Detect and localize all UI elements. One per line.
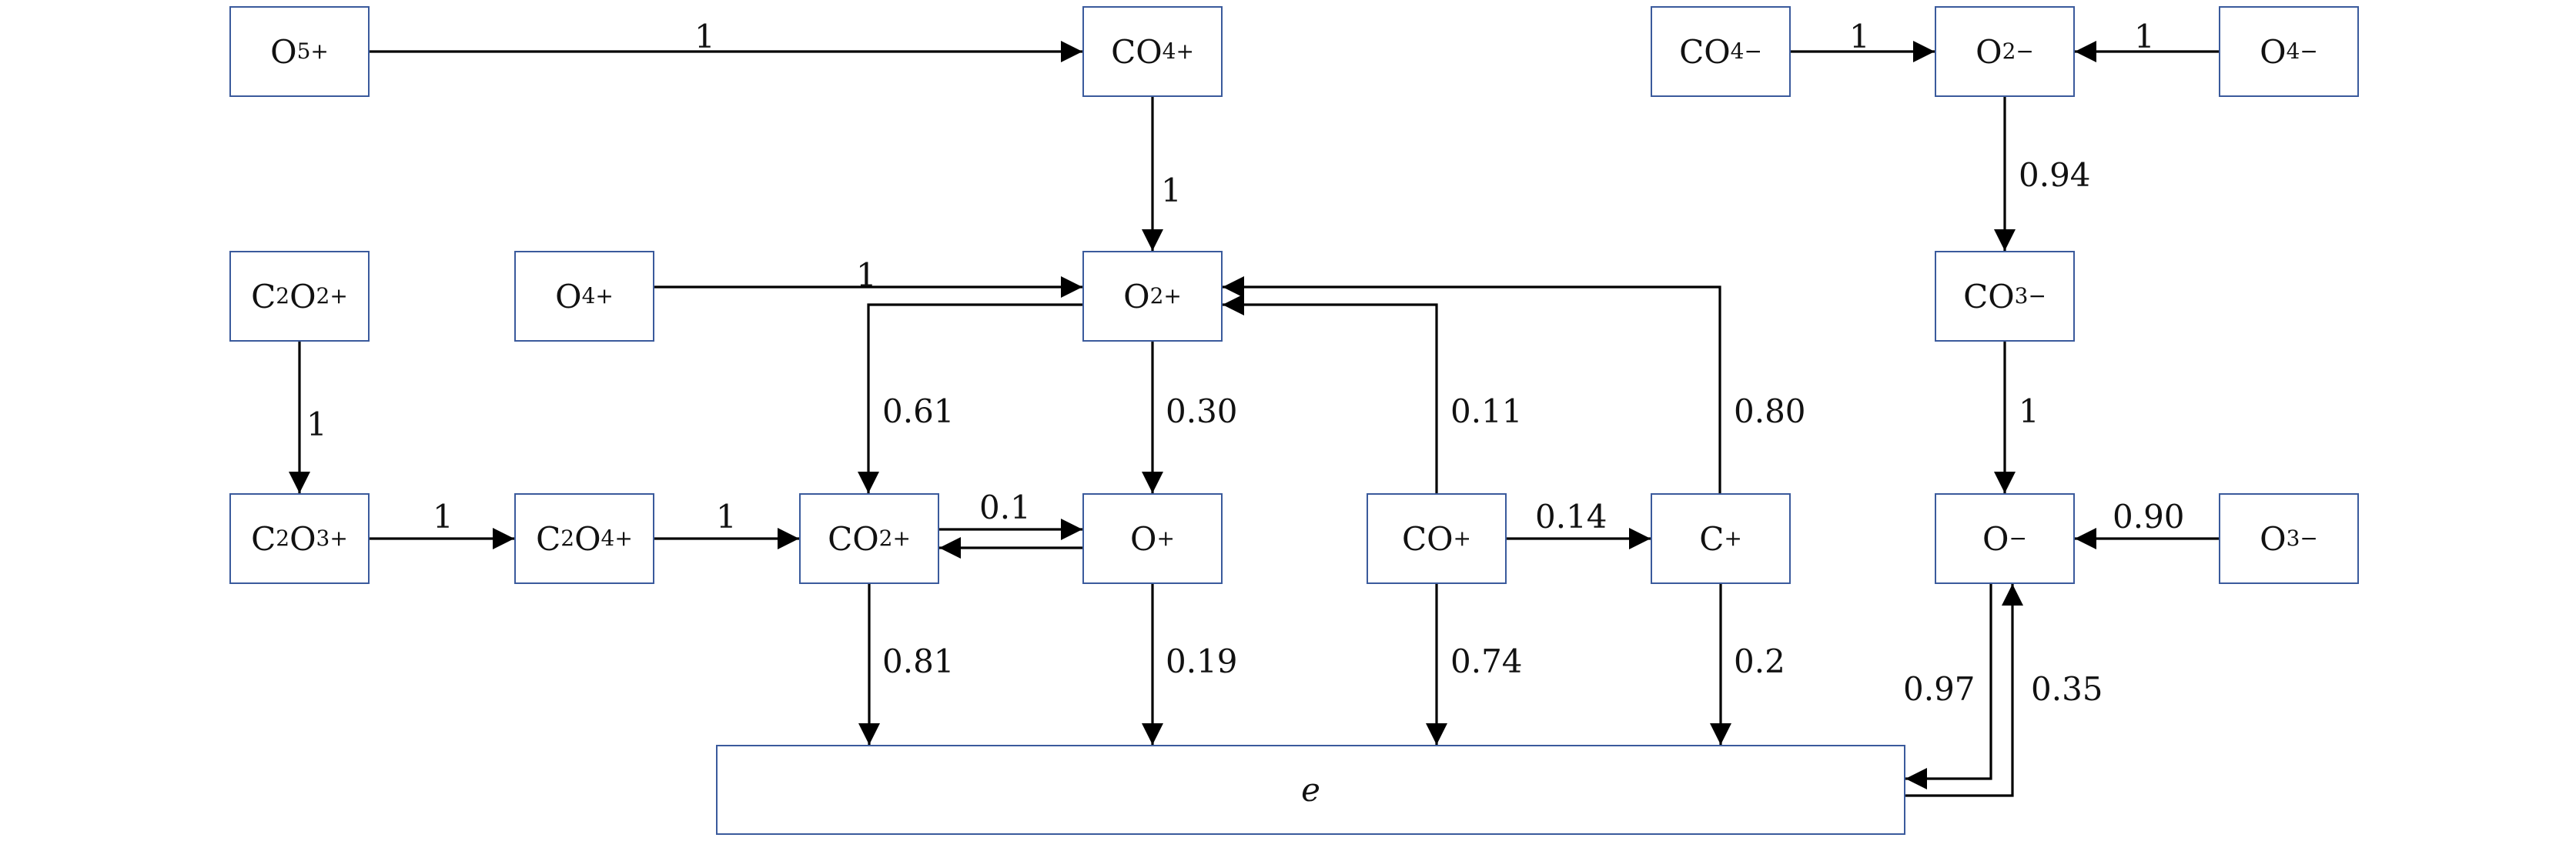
node-base: O <box>270 32 297 71</box>
edge-label-co4p-to-o2p: 1 <box>1161 172 1182 209</box>
edge-label-om-to-e: 0.97 <box>1903 670 1975 708</box>
edge-o2p-to-co2p <box>858 303 1082 493</box>
node-base: CO <box>1401 519 1454 558</box>
node-base: O <box>1123 277 1150 315</box>
edge-label-op-to-e: 0.19 <box>1166 642 1238 680</box>
edge-label-cp-to-o2p: 0.80 <box>1734 392 1806 430</box>
node-mid: O <box>574 519 601 558</box>
node-base: C <box>1699 519 1725 558</box>
node-base: CO <box>1111 32 1163 71</box>
edge-e-to-om <box>1905 584 2023 797</box>
node-base: O <box>555 277 582 315</box>
node-base: C <box>536 519 561 558</box>
edge-label-e-to-om: 0.35 <box>2031 670 2103 708</box>
node-base: CO <box>828 519 879 558</box>
edge-om-to-e <box>1905 584 1992 789</box>
edge-label-o2m-to-co3m: 0.94 <box>2019 156 2091 194</box>
edge-label-co2p-to-op: 0.1 <box>979 489 1031 526</box>
edge-label-o2p-to-op: 0.30 <box>1166 392 1238 430</box>
node-base: CO <box>1679 32 1731 71</box>
edge-label-cop-to-cp: 0.14 <box>1535 498 1607 536</box>
edge-label-o5p-to-co4p: 1 <box>694 18 715 55</box>
edge-label-o3m-to-om: 0.90 <box>2113 498 2185 536</box>
node-base: C <box>251 519 276 558</box>
edge-label-cop-to-o2p: 0.11 <box>1450 392 1523 430</box>
edge-label-cop-to-e: 0.74 <box>1450 642 1523 680</box>
node-base: C <box>251 277 276 315</box>
edge-cop-to-o2p <box>1223 294 1438 493</box>
node-base: O <box>2260 519 2287 558</box>
edge-label-co2p-to-e: 0.81 <box>882 642 955 680</box>
node-base: O <box>1982 519 2009 558</box>
edge-cp-to-o2p <box>1223 276 1721 493</box>
node-om: O− <box>1935 493 2075 584</box>
node-cp: C+ <box>1651 493 1791 584</box>
node-op: O+ <box>1082 493 1223 584</box>
edge-label-co4m-to-o2m: 1 <box>1849 18 1870 55</box>
node-mid: O <box>289 519 316 558</box>
edge-label-c2o4p-to-co2p: 1 <box>716 498 737 536</box>
node-e: e <box>716 745 1905 835</box>
edge-label-o4m-to-o2m: 1 <box>2134 18 2155 55</box>
edge-label-o4p-to-o2p: 1 <box>856 256 877 294</box>
node-mid: O <box>289 277 316 315</box>
node-base: O <box>2260 32 2287 71</box>
node-cop: CO+ <box>1367 493 1507 584</box>
edge-label-c2o2p-to-c2o3p: 1 <box>306 405 327 443</box>
node-base: e <box>1301 771 1320 809</box>
edge-label-cp-to-e: 0.2 <box>1734 642 1785 680</box>
node-base: CO <box>1963 277 2015 315</box>
edge-label-co3m-to-om: 1 <box>2019 392 2039 430</box>
node-base: O <box>1130 519 1157 558</box>
node-base: O <box>1975 32 2002 71</box>
edge-label-c2o3p-to-c2o4p: 1 <box>433 498 453 536</box>
edge-label-o2p-to-co2p: 0.61 <box>882 392 955 430</box>
